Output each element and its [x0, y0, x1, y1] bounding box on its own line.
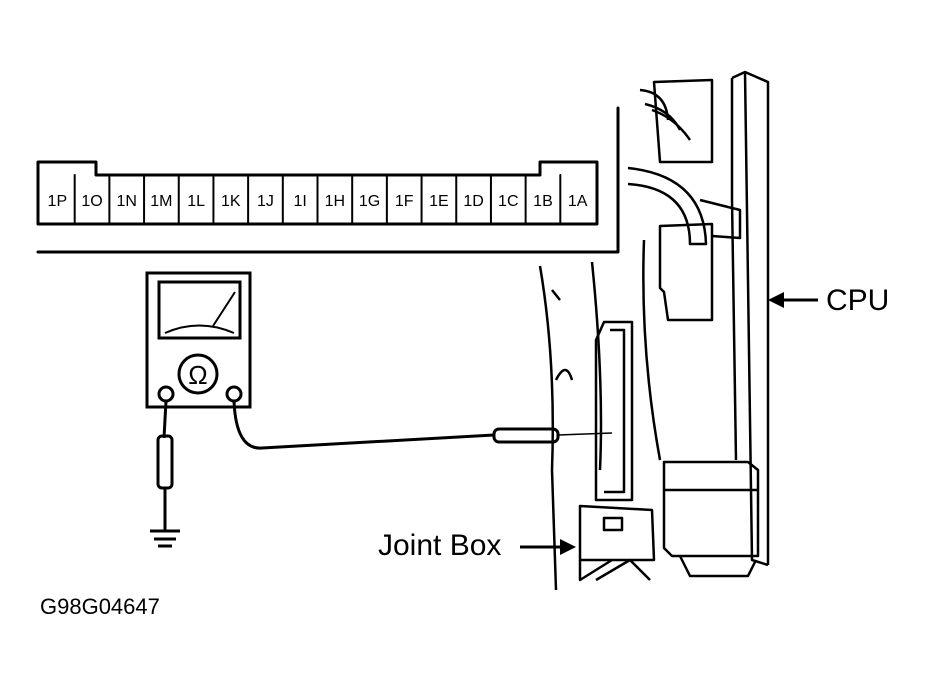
ohmmeter-display [157, 280, 242, 340]
ground-symbol-icon [150, 529, 180, 548]
pin-label-1e: 1E [429, 193, 449, 210]
relay-block [662, 460, 760, 558]
test-lead [232, 400, 613, 450]
pin-label-1d: 1D [463, 193, 483, 210]
ohmmeter-scale [164, 324, 235, 334]
pin-label-1a: 1A [568, 193, 588, 210]
pin-label-1n: 1N [116, 193, 136, 210]
pin-label-1l: 1L [187, 193, 205, 210]
joint-box-label: Joint Box [378, 529, 502, 562]
ground-probe [156, 434, 174, 490]
top-connector [652, 78, 714, 164]
joint-box [538, 261, 656, 591]
pin-label-1o: 1O [81, 193, 102, 210]
connector-outline [36, 160, 599, 226]
pin-label-1c: 1C [498, 193, 518, 210]
pin-label-1p: 1P [48, 193, 68, 210]
ohmmeter-terminal-right-icon [225, 385, 243, 403]
cpu-assembly [627, 70, 770, 578]
test-probe [492, 427, 560, 444]
connector-pin-dividers [73, 174, 562, 225]
side-connector [658, 222, 714, 322]
cpu-label: CPU [826, 284, 890, 317]
pin-label-1f: 1F [395, 193, 414, 210]
ohmmeter-terminal-left-icon [157, 385, 175, 403]
ohmmeter-body [145, 271, 252, 409]
ohm-symbol-icon: Ω [188, 360, 207, 390]
connector-pin-labels: 1P 1O 1N 1M 1L 1K 1J 1I 1H 1G 1F 1E 1D 1C 1B 1A [48, 193, 588, 210]
pin-label-1g: 1G [359, 193, 380, 210]
connector-frame [36, 106, 620, 254]
ohmmeter-dial [177, 353, 219, 395]
pin-label-1m: 1M [150, 193, 172, 210]
pin-label-1k: 1K [221, 193, 241, 210]
pin-label-1h: 1H [325, 193, 345, 210]
ohmmeter-needle [212, 291, 236, 327]
pin-label-1i: 1I [293, 193, 306, 210]
figure-code: G98G04647 [40, 594, 160, 619]
ohmmeter [145, 271, 252, 409]
pin-label-1j: 1J [257, 193, 274, 210]
pin-label-1b: 1B [533, 193, 553, 210]
ground-lead [150, 400, 180, 548]
